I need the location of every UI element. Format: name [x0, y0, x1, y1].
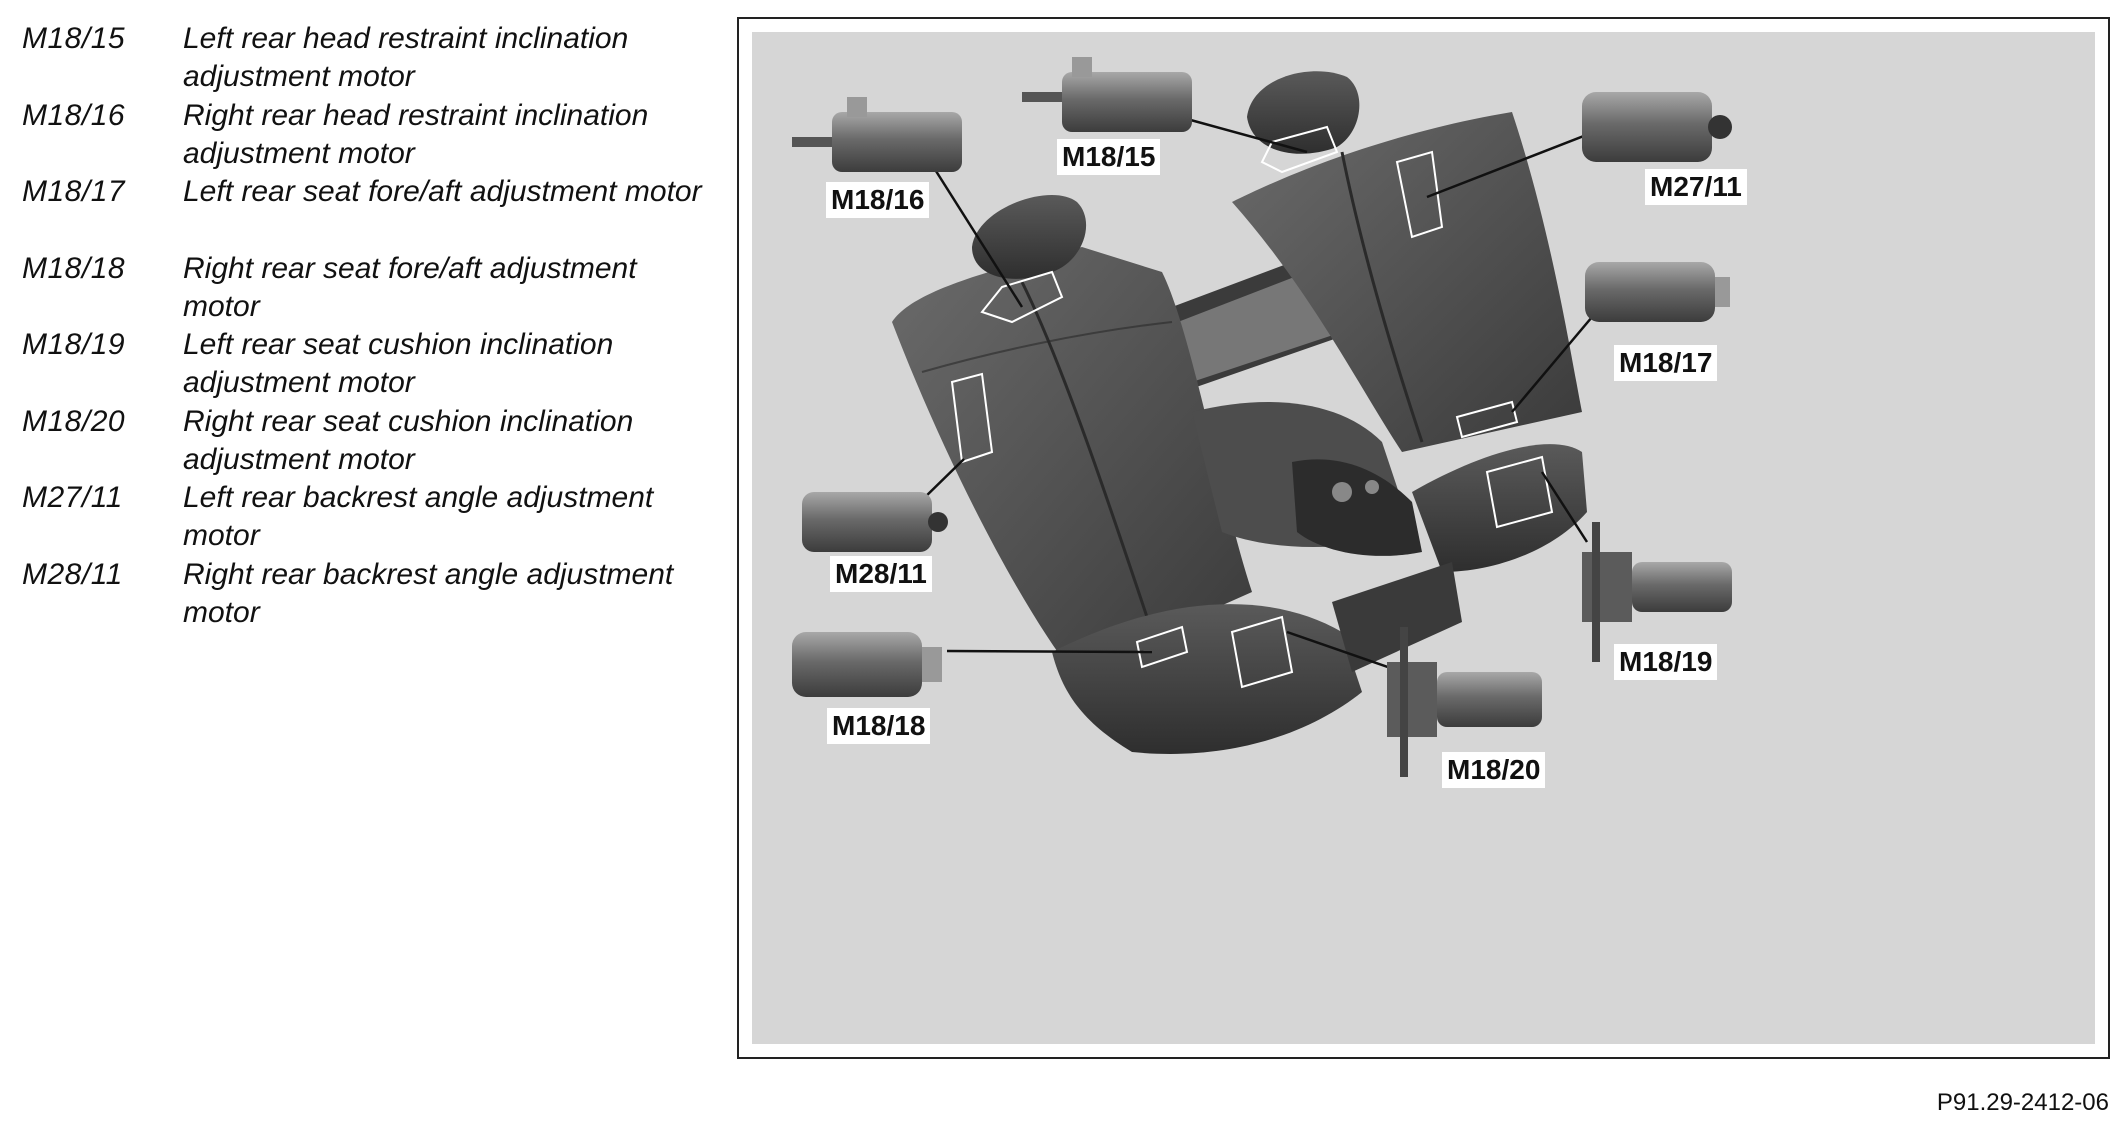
outline-m18-17 — [1455, 400, 1519, 439]
callout-m18-16: M18/16 — [826, 182, 930, 218]
center-armrest — [1192, 402, 1422, 556]
callout-m18-20: M18/20 — [1442, 752, 1546, 788]
callout-m18-17: M18/17 — [1614, 345, 1718, 381]
legend-description: Left rear seat cushion inclination adjus… — [183, 328, 614, 399]
outline-m28-11 — [950, 372, 994, 464]
leader-m18-18 — [946, 649, 1153, 654]
legend-item-m18-19: M18/19 Left rear seat cushion inclinatio… — [22, 326, 702, 403]
leader-m27-11 — [1426, 123, 1613, 199]
leader-m18-16 — [927, 159, 1024, 308]
legend-description: Left rear seat fore/aft adjustment motor — [183, 175, 702, 208]
outline-m18-20 — [1230, 615, 1294, 689]
outline-m18-16 — [980, 270, 1064, 324]
legend-code: M18/18 — [22, 251, 126, 285]
legend-description: Right rear backrest angle adjustment mot… — [183, 557, 674, 629]
legend-item-m18-17: M18/17 Left rear seat fore/aft adjustmen… — [22, 173, 702, 250]
outline-m18-18 — [1135, 625, 1189, 669]
leader-m18-20 — [1286, 630, 1403, 674]
right-head-restraint — [972, 194, 1087, 279]
legend-item-m18-16: M18/16 Right rear head restraint inclina… — [22, 97, 702, 174]
motor-m28-11 — [802, 492, 948, 552]
leader-m18-19 — [1540, 471, 1589, 543]
legend-code: M18/15 — [22, 22, 126, 55]
motor-m18-18 — [792, 632, 942, 697]
callout-m28-11: M28/11 — [830, 556, 932, 592]
callout-m18-18: M18/18 — [827, 708, 931, 744]
outline-m18-19 — [1485, 455, 1554, 529]
diagram-canvas: M18/16 M18/15 M27/11 M18/17 M28/11 M18/1… — [752, 32, 2095, 1044]
right-rear-backrest — [892, 247, 1252, 672]
motor-m18-16 — [792, 97, 962, 172]
left-head-restraint — [1247, 71, 1360, 154]
legend-description: Right rear head restraint inclination ad… — [183, 98, 649, 170]
motor-m27-11 — [1582, 92, 1732, 162]
legend-code: M27/11 — [22, 481, 123, 514]
legend-item-m18-18: M18/18 Right rear seat fore/aft adjustme… — [22, 250, 702, 327]
legend-code: M18/19 — [22, 328, 126, 361]
motor-m18-20 — [1387, 627, 1542, 777]
motor-m18-17 — [1585, 262, 1730, 322]
legend-code: M18/20 — [22, 404, 126, 438]
motor-m18-15 — [1022, 57, 1192, 132]
legend-code: M28/11 — [22, 557, 123, 591]
legend-item-m28-11: M28/11 Right rear backrest angle adjustm… — [22, 556, 702, 633]
legend-item-m27-11: M27/11 Left rear backrest angle adjustme… — [22, 479, 702, 556]
outline-m27-11 — [1395, 150, 1444, 239]
legend-item-m18-15: M18/15 Left rear head restraint inclinat… — [22, 20, 702, 97]
outline-m18-15 — [1260, 125, 1339, 174]
legend-description: Right rear seat fore/aft adjustment moto… — [183, 251, 637, 323]
callout-m18-19: M18/19 — [1614, 644, 1718, 680]
leader-lines — [919, 117, 1613, 674]
callout-m18-15: M18/15 — [1057, 139, 1161, 175]
motor-location-outlines — [950, 125, 1554, 689]
leader-m18-15 — [1186, 117, 1308, 154]
motor-m18-19 — [1582, 522, 1732, 662]
rear-seat-illustration — [792, 57, 1732, 777]
legend-description: Right rear seat cushion inclination adju… — [183, 404, 634, 476]
legend-item-m18-20: M18/20 Right rear seat cushion inclinati… — [22, 403, 702, 480]
seat-diagram-figure: M18/16 M18/15 M27/11 M18/17 M28/11 M18/1… — [737, 17, 2110, 1059]
left-rear-backrest — [1232, 112, 1582, 452]
legend: M18/15 Left rear head restraint inclinat… — [22, 20, 702, 632]
legend-code: M18/17 — [22, 175, 126, 208]
legend-description: Left rear head restraint inclination adj… — [183, 22, 629, 93]
callout-m27-11: M27/11 — [1645, 169, 1747, 205]
legend-description: Left rear backrest angle adjustment moto… — [183, 481, 654, 552]
figure-id: P91.29-2412-06 — [1936, 1089, 2109, 1116]
legend-code: M18/16 — [22, 98, 126, 132]
leader-m18-17 — [1511, 316, 1593, 413]
